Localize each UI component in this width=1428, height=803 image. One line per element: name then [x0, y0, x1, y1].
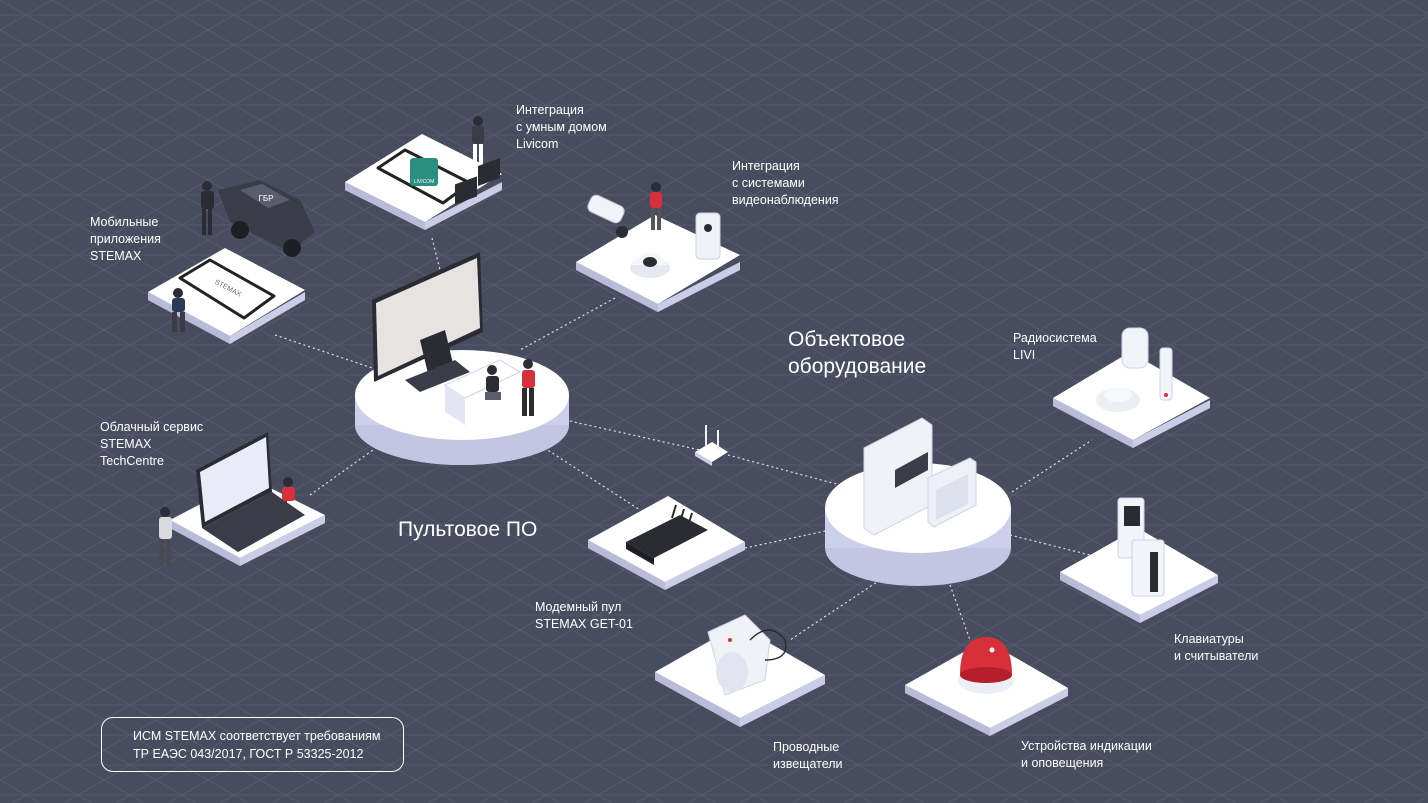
camera-icon — [587, 194, 628, 238]
car-label: ГБР — [259, 194, 274, 203]
siren-icon — [958, 637, 1014, 694]
connection-lines — [274, 237, 1093, 641]
car-icon: ГБР — [218, 180, 315, 257]
alert-devices-tile — [905, 637, 1068, 736]
modem-device-icon — [626, 504, 708, 565]
workstation-icon — [443, 158, 522, 425]
software-platform — [355, 158, 569, 465]
modem-pool-label: Модемный пул STEMAX GET-01 — [535, 600, 633, 631]
person-figure — [472, 116, 484, 166]
smart-home-tile: LIVICOM — [345, 116, 502, 230]
livicom-logo-text: LIVICOM — [414, 179, 435, 185]
laptop-icon — [196, 432, 305, 552]
mobile-apps-tile: STEMAX ГБР — [148, 180, 315, 344]
detector-icon — [707, 614, 787, 696]
dome-camera-icon — [630, 252, 670, 278]
control-panel-icon — [863, 417, 933, 536]
card-reader-icon — [1131, 539, 1165, 597]
radio-system-label: Радиосистема LIVI — [1013, 331, 1097, 362]
router-icon — [695, 425, 728, 466]
person-figure — [172, 288, 185, 332]
person-figure — [650, 182, 662, 230]
smartphone-icon: STEMAX — [178, 258, 276, 320]
keypad-icon — [927, 457, 977, 528]
radio-system-tile — [1053, 327, 1210, 448]
wired-detectors-label: Проводные извещатели — [773, 740, 843, 771]
person-figure — [282, 477, 295, 517]
mobile-apps-label: Мобильные приложения STEMAX — [90, 215, 161, 263]
smoke-detector-icon — [1096, 388, 1140, 412]
person-figure — [485, 365, 501, 400]
motion-sensor-icon — [1121, 327, 1149, 369]
door-sensor-icon — [1159, 347, 1173, 401]
alert-devices-label: Устройства индикации и оповещения — [1021, 739, 1152, 770]
person-figure — [522, 359, 535, 416]
person-figure — [159, 507, 172, 567]
compliance-notice: ИСМ STEMAX соответствует требованиям ТР … — [101, 717, 404, 772]
software-label: Пультовое ПО — [398, 518, 538, 541]
object-equipment-platform — [825, 417, 1011, 586]
cloud-service-tile — [159, 432, 325, 567]
livicom-logo-icon — [410, 158, 438, 186]
video-surveillance-tile — [576, 182, 740, 312]
wired-detectors-tile — [655, 614, 825, 727]
cloud-service-label: Облачный сервис STEMAX TechCentre — [100, 420, 204, 468]
intercom-icon — [695, 212, 721, 260]
object-equipment-label: Объектовое оборудование — [788, 328, 927, 378]
smart-home-label: Интеграция с умным домом Livicom — [516, 103, 607, 151]
video-surveillance-label: Интеграция с системами видеонаблюдения — [732, 159, 839, 207]
monitor-icon — [372, 252, 483, 392]
keypads-label: Клавиатуры и считыватели — [1174, 632, 1259, 663]
person-figure — [201, 181, 214, 235]
modem-pool-tile — [588, 496, 745, 590]
keypads-tile — [1060, 497, 1218, 623]
